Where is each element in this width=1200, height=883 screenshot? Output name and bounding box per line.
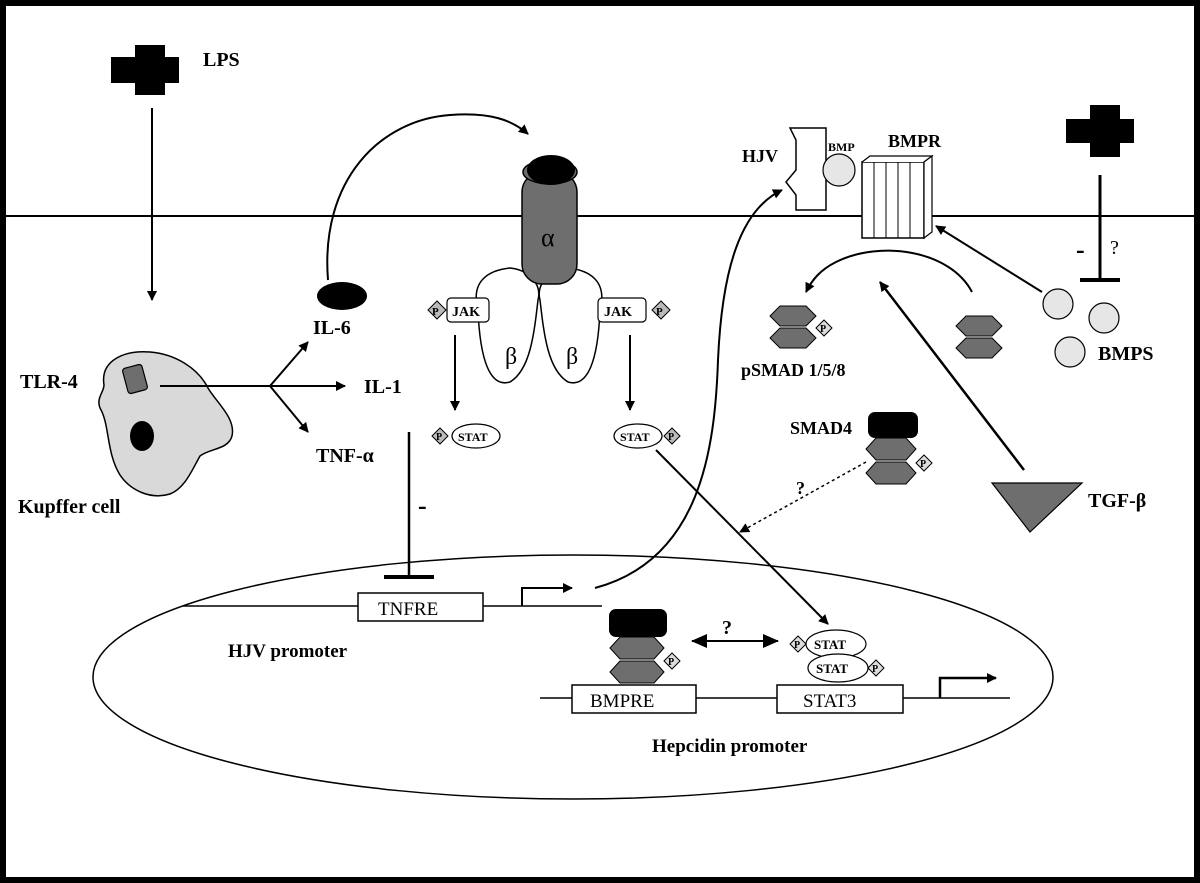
psmad-p: P — [820, 324, 826, 335]
stat-to-stat3-arrow — [655, 449, 829, 625]
smad-bottom — [955, 337, 1003, 359]
bmpr-receptor — [861, 154, 934, 240]
stat-right-phospho — [663, 427, 681, 445]
stat-dimer-bottom-phospho — [867, 659, 885, 677]
bmpre-label: BMPRE — [590, 691, 654, 712]
alpha-label: α — [541, 223, 555, 252]
beta-subunit-left — [475, 267, 540, 384]
smad4-box — [868, 412, 918, 438]
smad4-p: P — [920, 459, 926, 470]
stat-right-label: STAT — [620, 430, 650, 444]
jak-left-label: JAK — [452, 305, 480, 320]
il6-bound — [527, 155, 575, 185]
inhibitor-shape — [1066, 105, 1134, 157]
stat-right — [613, 423, 663, 449]
stat-dimer-bottom-p: P — [872, 664, 878, 675]
il6-arrow — [269, 341, 309, 387]
smad4-label: SMAD4 — [790, 418, 852, 438]
bmp-label: BMP — [828, 140, 855, 154]
tgf-beta-shape — [990, 482, 1084, 533]
psmad-top — [769, 305, 817, 327]
bidir-question: ? — [722, 617, 732, 639]
smad4-question: ? — [796, 478, 805, 498]
nucleus — [92, 554, 1054, 800]
jak-right-phospho — [651, 300, 671, 320]
il6-molecule — [317, 282, 367, 310]
bmps-circle-1 — [1042, 288, 1074, 320]
stat-right-p: P — [668, 432, 674, 443]
stat3-box — [776, 684, 904, 714]
beta-right-label: β — [566, 344, 578, 370]
stat-dimer-top-label: STAT — [814, 637, 846, 652]
jak-left — [446, 297, 490, 323]
bmpre-smad4 — [609, 609, 667, 637]
tlr4-label: TLR-4 — [20, 371, 78, 393]
lps-label: LPS — [203, 49, 240, 71]
stat-dimer-top-phospho — [789, 635, 807, 653]
stat3-label: STAT3 — [803, 691, 856, 712]
stat-left-phospho — [431, 427, 449, 445]
tgf-beta-label: TGF-β — [1088, 490, 1146, 512]
jak-left-p: P — [432, 306, 439, 318]
bmpre-smad-p: P — [668, 657, 674, 668]
beta-left-label: β — [505, 344, 517, 370]
bmpre-smad-top — [609, 636, 665, 660]
bmpre-smad-bottom — [609, 660, 665, 684]
hjv-protein — [785, 127, 827, 211]
stat-dimer-top-p: P — [794, 640, 800, 651]
hepcidin-promoter-label: Hepcidin promoter — [652, 736, 808, 757]
smad4-phospho — [915, 454, 933, 472]
bmp-ligand — [822, 153, 856, 187]
stat-left-label: STAT — [458, 430, 488, 444]
bmps-circle-3 — [1054, 336, 1086, 368]
kupffer-cell-label: Kupffer cell — [18, 496, 121, 518]
tnf-minus-sign: - — [418, 491, 427, 520]
smad4-to-hjv-dotted-arrow — [739, 461, 867, 533]
hjv-transcription-start — [521, 583, 573, 606]
bmpr-label: BMPR — [888, 131, 942, 151]
hjv-expression-arrow — [594, 189, 783, 589]
kupffer-nucleus — [130, 421, 154, 451]
smad4-complex-top — [865, 437, 917, 461]
jak-right-p: P — [656, 306, 663, 318]
psmad-phospho — [815, 319, 833, 337]
il1-label: IL-1 — [364, 376, 402, 398]
il6-label: IL-6 — [313, 317, 351, 339]
bmpr-to-psmad-arrow — [805, 249, 973, 293]
bmpre-smad-phospho — [663, 652, 681, 670]
lps-shape — [111, 45, 179, 95]
stat-left — [451, 423, 501, 449]
bmps-circle-2 — [1088, 302, 1120, 334]
stat-dimer-bottom-label: STAT — [816, 661, 848, 676]
tgf-beta-arrow — [879, 281, 1025, 471]
stat-left-p: P — [436, 432, 442, 443]
smad4-complex-bottom — [865, 461, 917, 485]
bmp-question: ? — [1110, 237, 1119, 259]
jak-left-phospho — [427, 300, 447, 320]
bmps-label: BMPS — [1098, 343, 1154, 365]
hepcidin-transcription-start — [938, 673, 997, 698]
psmad-bottom — [769, 327, 817, 349]
beta-subunit-right — [538, 267, 603, 384]
hjv-label: HJV — [742, 146, 778, 166]
bmpre-box — [571, 684, 697, 714]
tlr4-receptor — [122, 363, 148, 395]
il6-to-receptor-arrow — [326, 113, 529, 281]
tnfre-label: TNFRE — [378, 599, 438, 620]
tnf-alpha-label: TNF-α — [316, 445, 374, 467]
tnfre-box — [357, 592, 484, 622]
tnf-arrow — [269, 385, 309, 433]
hjv-promoter-label: HJV promoter — [228, 641, 348, 662]
jak-right — [597, 297, 647, 323]
jak-right-label: JAK — [604, 305, 632, 320]
smad-top — [955, 315, 1003, 337]
psmad-label: pSMAD 1/5/8 — [741, 360, 846, 380]
bmp-minus-sign: - — [1076, 235, 1085, 264]
bmps-to-bmpr-arrow — [935, 225, 1043, 293]
